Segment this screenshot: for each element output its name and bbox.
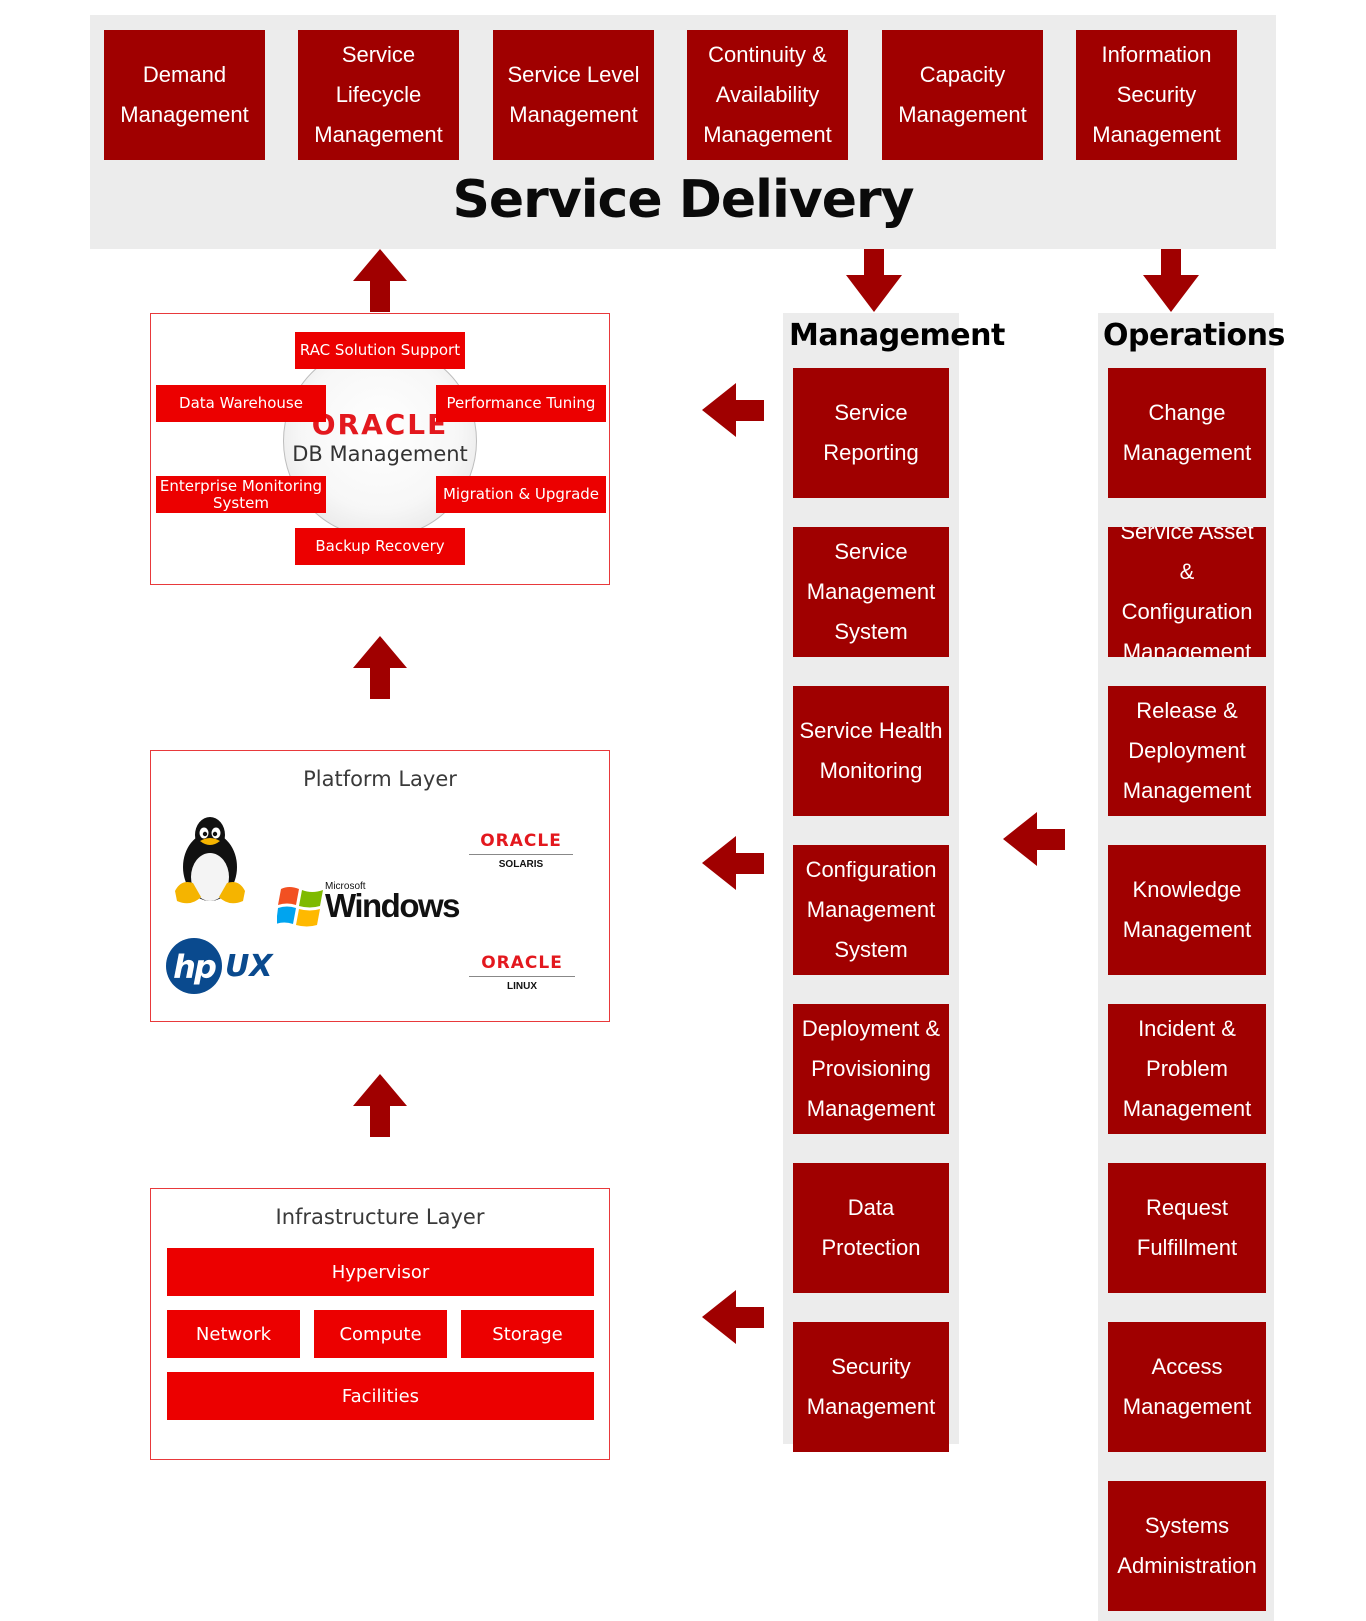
db-backup-recovery[interactable]: Backup Recovery <box>295 528 465 565</box>
arrow-down-management <box>846 249 902 312</box>
mgmt-service-reporting[interactable]: Service Reporting <box>793 368 949 498</box>
db-management-layer: ORACLE DB Management RAC Solution Suppor… <box>150 313 610 585</box>
ops-access-management[interactable]: Access Management <box>1108 1322 1266 1452</box>
windows-logo-text: Windows <box>325 887 461 924</box>
microsoft-label: Microsoft <box>325 881 366 892</box>
ops-change-management[interactable]: Change Management <box>1108 368 1266 498</box>
sd-continuity-availability-management[interactable]: Continuity & Availability Management <box>687 30 848 160</box>
mgmt-deployment-provisioning-management[interactable]: Deployment & Provisioning Management <box>793 1004 949 1134</box>
infra-storage[interactable]: Storage <box>461 1310 594 1358</box>
oracle-linux-wordmark: ORACLE <box>481 953 563 973</box>
oracle-solaris-wordmark: ORACLE <box>480 831 562 851</box>
arrow-left-infrastructure <box>702 1290 764 1344</box>
ops-service-asset-configuration-management[interactable]: Service Asset & Configuration Management <box>1108 527 1266 657</box>
ops-release-deployment-management[interactable]: Release & Deployment Management <box>1108 686 1266 816</box>
linux-label: LINUX <box>507 981 537 992</box>
oracle-logo: ORACLE <box>311 408 449 441</box>
solaris-label: SOLARIS <box>498 859 544 870</box>
windows-flag-icon <box>277 887 323 927</box>
mgmt-configuration-management-system[interactable]: Configuration Management System <box>793 845 949 975</box>
arrow-up-infra-to-platform <box>353 1074 407 1137</box>
db-rac-solution-support[interactable]: RAC Solution Support <box>295 332 465 369</box>
ops-request-fulfillment[interactable]: Request Fulfillment <box>1108 1163 1266 1293</box>
sd-demand-management[interactable]: Demand Management <box>104 30 265 160</box>
infrastructure-layer: Infrastructure Layer Hypervisor Network … <box>150 1188 610 1460</box>
platform-layer-title: Platform Layer <box>303 767 457 791</box>
ops-systems-administration[interactable]: Systems Administration <box>1108 1481 1266 1611</box>
service-delivery-title: Service Delivery <box>452 170 914 230</box>
mgmt-service-health-monitoring[interactable]: Service Health Monitoring <box>793 686 949 816</box>
ops-knowledge-management[interactable]: Knowledge Management <box>1108 845 1266 975</box>
management-title: Management <box>789 318 1005 353</box>
sd-service-level-management[interactable]: Service Level Management <box>493 30 654 160</box>
infrastructure-layer-title: Infrastructure Layer <box>275 1205 485 1229</box>
arrow-left-platform <box>702 836 764 890</box>
mgmt-data-protection[interactable]: Data Protection <box>793 1163 949 1293</box>
db-data-warehouse[interactable]: Data Warehouse <box>156 385 326 422</box>
db-enterprise-monitoring-system[interactable]: Enterprise Monitoring System <box>156 476 326 513</box>
db-management-label: DB Management <box>292 442 468 466</box>
svg-text:hp: hp <box>173 948 216 986</box>
infra-facilities[interactable]: Facilities <box>167 1372 594 1420</box>
arrow-up-db-to-delivery <box>353 249 407 312</box>
mgmt-service-management-system[interactable]: Service Management System <box>793 527 949 657</box>
operations-title: Operations <box>1103 318 1285 353</box>
db-migration-upgrade[interactable]: Migration & Upgrade <box>436 476 606 513</box>
ops-incident-problem-management[interactable]: Incident & Problem Management <box>1108 1004 1266 1134</box>
oracle-solaris-logo: ORACLE SOLARIS <box>469 831 573 870</box>
arrow-left-operations-to-management <box>1003 812 1065 866</box>
infra-hypervisor[interactable]: Hypervisor <box>167 1248 594 1296</box>
infra-network[interactable]: Network <box>167 1310 300 1358</box>
db-performance-tuning[interactable]: Performance Tuning <box>436 385 606 422</box>
mgmt-security-management[interactable]: Security Management <box>793 1322 949 1452</box>
arrow-up-platform-to-db <box>353 636 407 699</box>
linux-tux-icon <box>175 817 245 904</box>
hp-ux-label: UX <box>225 949 273 984</box>
sd-information-security-management[interactable]: Information Security Management <box>1076 30 1237 160</box>
sd-service-lifecycle-management[interactable]: Service Lifecycle Management <box>298 30 459 160</box>
oracle-solaris-rule <box>469 854 573 855</box>
infra-compute[interactable]: Compute <box>314 1310 447 1358</box>
hp-logo-icon: hp <box>166 938 222 994</box>
sd-capacity-management[interactable]: Capacity Management <box>882 30 1043 160</box>
arrow-down-operations <box>1143 249 1199 312</box>
oracle-linux-rule <box>469 976 575 977</box>
oracle-linux-logo: ORACLE LINUX <box>469 953 575 992</box>
arrow-left-db <box>702 383 764 437</box>
platform-layer: Platform Layer Microsoft Windows hp UX O… <box>150 750 610 1022</box>
